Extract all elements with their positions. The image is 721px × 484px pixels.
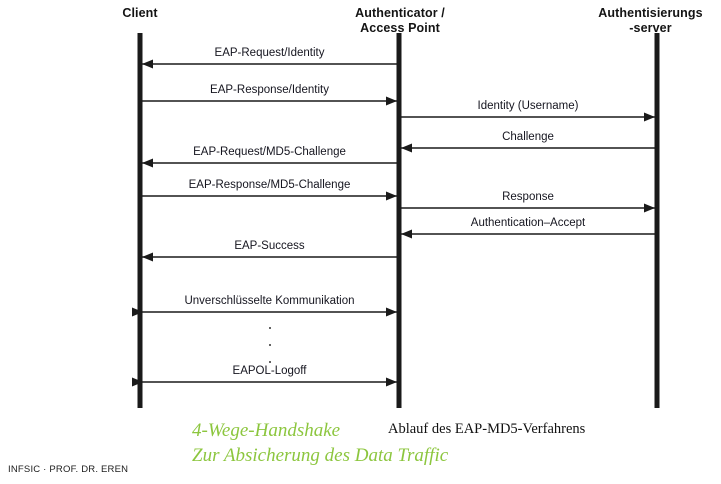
message-label-m10: Unverschlüsselte Kommunikation (184, 295, 355, 307)
ellipsis-dot-3 (269, 361, 271, 363)
message-label-m1: EAP-Request/Identity (214, 47, 325, 59)
caption-diagram-title: Ablauf des EAP-MD5-Verfahrens (388, 421, 586, 437)
message-label-m9: EAP-Success (234, 240, 305, 252)
actor-header-client: Client (122, 6, 158, 20)
lifelines-group (137, 33, 660, 408)
actor-header-authentication-server: Authentisierungs -server (598, 6, 703, 35)
ellipsis-dot-1 (269, 327, 271, 329)
message-label-m2: EAP-Response/Identity (210, 84, 329, 96)
footer-attribution: INFSIC · PROF. DR. EREN (8, 464, 129, 475)
caption-handshake-line1: 4-Wege-Handshake (192, 420, 341, 441)
message-label-m11: EAPOL-Logoff (232, 365, 307, 377)
message-label-m4: Challenge (502, 131, 554, 143)
message-label-m8: Authentication–Accept (470, 217, 586, 229)
ellipsis-dot-2 (269, 344, 271, 346)
message-label-m3: Identity (Username) (477, 100, 579, 112)
message-label-m6: EAP-Response/MD5-Challenge (188, 179, 351, 191)
message-label-m5: EAP-Request/MD5-Challenge (193, 146, 346, 158)
message-arrows-group (132, 59, 655, 387)
actor-header-authenticator: Authenticator / Access Point (355, 6, 445, 35)
message-label-m7: Response (502, 191, 554, 203)
caption-handshake-line2: Zur Absicherung des Data Traffic (192, 445, 449, 466)
